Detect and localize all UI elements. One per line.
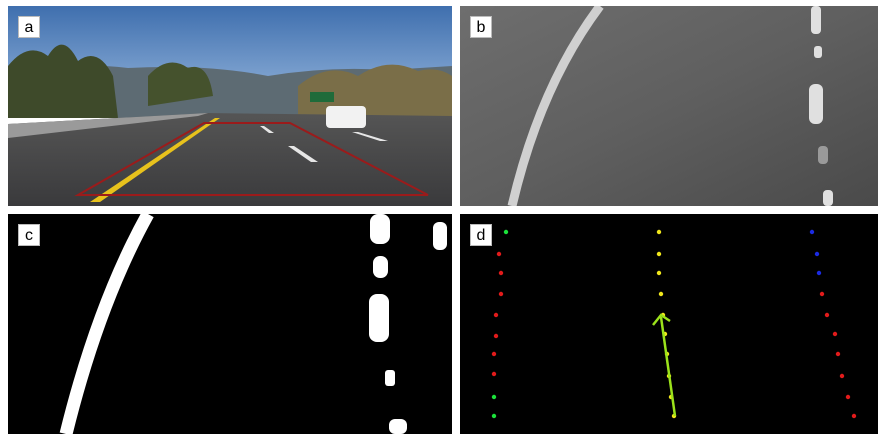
lane-point <box>503 229 509 235</box>
center-path-points <box>656 229 677 419</box>
dashed-lane-line <box>260 126 388 162</box>
lane-point <box>491 371 497 377</box>
trees-left <box>8 44 118 118</box>
left-lane-mask <box>59 214 154 434</box>
lane-point <box>824 312 830 318</box>
panel-label-a: a <box>18 16 40 38</box>
lane-point <box>493 312 499 318</box>
lane-point <box>839 373 845 379</box>
lane-point <box>819 291 825 297</box>
lane-point <box>658 291 664 297</box>
lane-point <box>496 251 502 257</box>
lane-point <box>809 229 815 235</box>
left-lane-points <box>491 229 509 419</box>
lane-point <box>498 291 504 297</box>
panel-label-b: b <box>470 16 492 38</box>
highway-sign <box>310 92 334 102</box>
panel-d-lane-points: d <box>460 214 878 434</box>
lane-point <box>835 351 841 357</box>
lane-point <box>491 394 497 400</box>
lane-point <box>498 270 504 276</box>
lane-point <box>656 270 662 276</box>
lane-points-plot <box>491 229 857 419</box>
lane-point <box>845 394 851 400</box>
binary-mask <box>59 214 447 434</box>
left-lane-curve <box>507 6 604 206</box>
heading-arrow <box>652 313 677 417</box>
panel-label-d: d <box>470 224 492 246</box>
lane-point <box>816 270 822 276</box>
lane-point <box>851 413 857 419</box>
right-lane-dashes <box>809 6 833 206</box>
panel-label-c: c <box>18 224 40 246</box>
lane-point <box>832 331 838 337</box>
lane-point <box>656 251 662 257</box>
road-shoulder <box>8 113 208 138</box>
road-scene <box>8 6 452 206</box>
white-car <box>326 106 366 128</box>
birdseye-grayscale <box>460 6 878 206</box>
lane-point <box>491 413 497 419</box>
panel-c-binary-threshold: c <box>8 214 452 434</box>
panel-b-birdseye-view: b <box>460 6 878 206</box>
right-lane-points <box>809 229 857 419</box>
lane-point <box>493 333 499 339</box>
right-lane-mask <box>369 214 447 434</box>
trees-mid <box>148 62 213 106</box>
lane-point <box>491 351 497 357</box>
lane-point <box>814 251 820 257</box>
panel-a-road-photo: a <box>8 6 452 206</box>
lane-point <box>656 229 662 235</box>
yellow-lane-line <box>90 118 220 202</box>
roi-trapezoid <box>74 122 429 196</box>
